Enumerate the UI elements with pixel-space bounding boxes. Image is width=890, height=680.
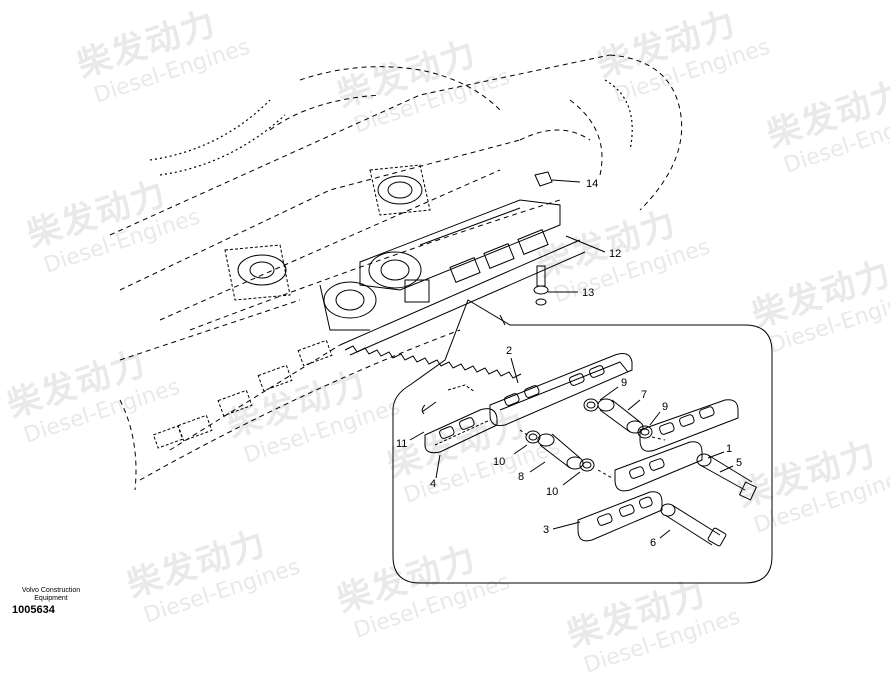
track-link-chain	[359, 199, 561, 291]
part-11-pin	[421, 384, 476, 415]
callout-8: 8	[518, 471, 524, 483]
callout-11: 11	[396, 438, 407, 450]
callout-9-upper: 9	[621, 377, 627, 389]
part-4-link-assembly	[424, 408, 498, 454]
part-1-link-assembly	[614, 399, 739, 492]
track-shoes	[169, 239, 586, 451]
part-9-seal-upper	[583, 398, 599, 412]
callout-12: 12	[609, 248, 621, 260]
callout-14: 14	[586, 178, 598, 190]
track-roller-rear	[368, 251, 430, 303]
hatched-arc	[149, 79, 633, 176]
part-10-seal-upper	[525, 430, 541, 444]
part-number: 1005634	[12, 604, 55, 616]
part-3-link-assembly	[577, 491, 663, 542]
track-roller-front	[319, 281, 377, 331]
company-line-2: Equipment	[34, 595, 68, 602]
part-6-pin	[660, 503, 727, 547]
company-name: Volvo Construction Equipment	[12, 587, 90, 603]
leader-lines-top	[499, 179, 606, 326]
callout-1: 1	[726, 443, 732, 455]
exploded-view-drawing: 14 12 13 2 9 7 9 11 1 10 8 5 4 10 3 6	[109, 54, 773, 584]
part-7-bushing	[597, 398, 644, 434]
detail-view-box	[392, 299, 773, 584]
track-frame-outline	[109, 54, 683, 491]
callout-2: 2	[506, 345, 512, 357]
part-2-link-assembly	[489, 353, 633, 426]
leader-lines-detail	[409, 357, 734, 539]
callout-5: 5	[736, 457, 742, 469]
callout-4: 4	[430, 478, 436, 490]
assembly-guides	[519, 429, 666, 479]
carrier-roller-lower	[224, 244, 291, 301]
carrier-roller-upper	[369, 164, 431, 216]
callout-10-lower: 10	[546, 486, 558, 498]
callout-13: 13	[582, 287, 594, 299]
callout-9-lower: 9	[662, 401, 668, 413]
callout-10-upper: 10	[493, 456, 505, 468]
callout-7: 7	[641, 389, 647, 401]
company-line-1: Volvo Construction	[21, 587, 81, 594]
part-5-pin	[696, 453, 758, 501]
part-14-nut	[534, 171, 553, 187]
part-10-seal-lower	[579, 458, 595, 472]
part-9-seal-lower	[637, 425, 653, 439]
callout-6: 6	[650, 537, 656, 549]
part-13-bolt	[533, 265, 549, 306]
track-segments-background	[152, 339, 333, 449]
callout-3: 3	[543, 524, 549, 536]
part-8-bushing	[537, 433, 584, 470]
